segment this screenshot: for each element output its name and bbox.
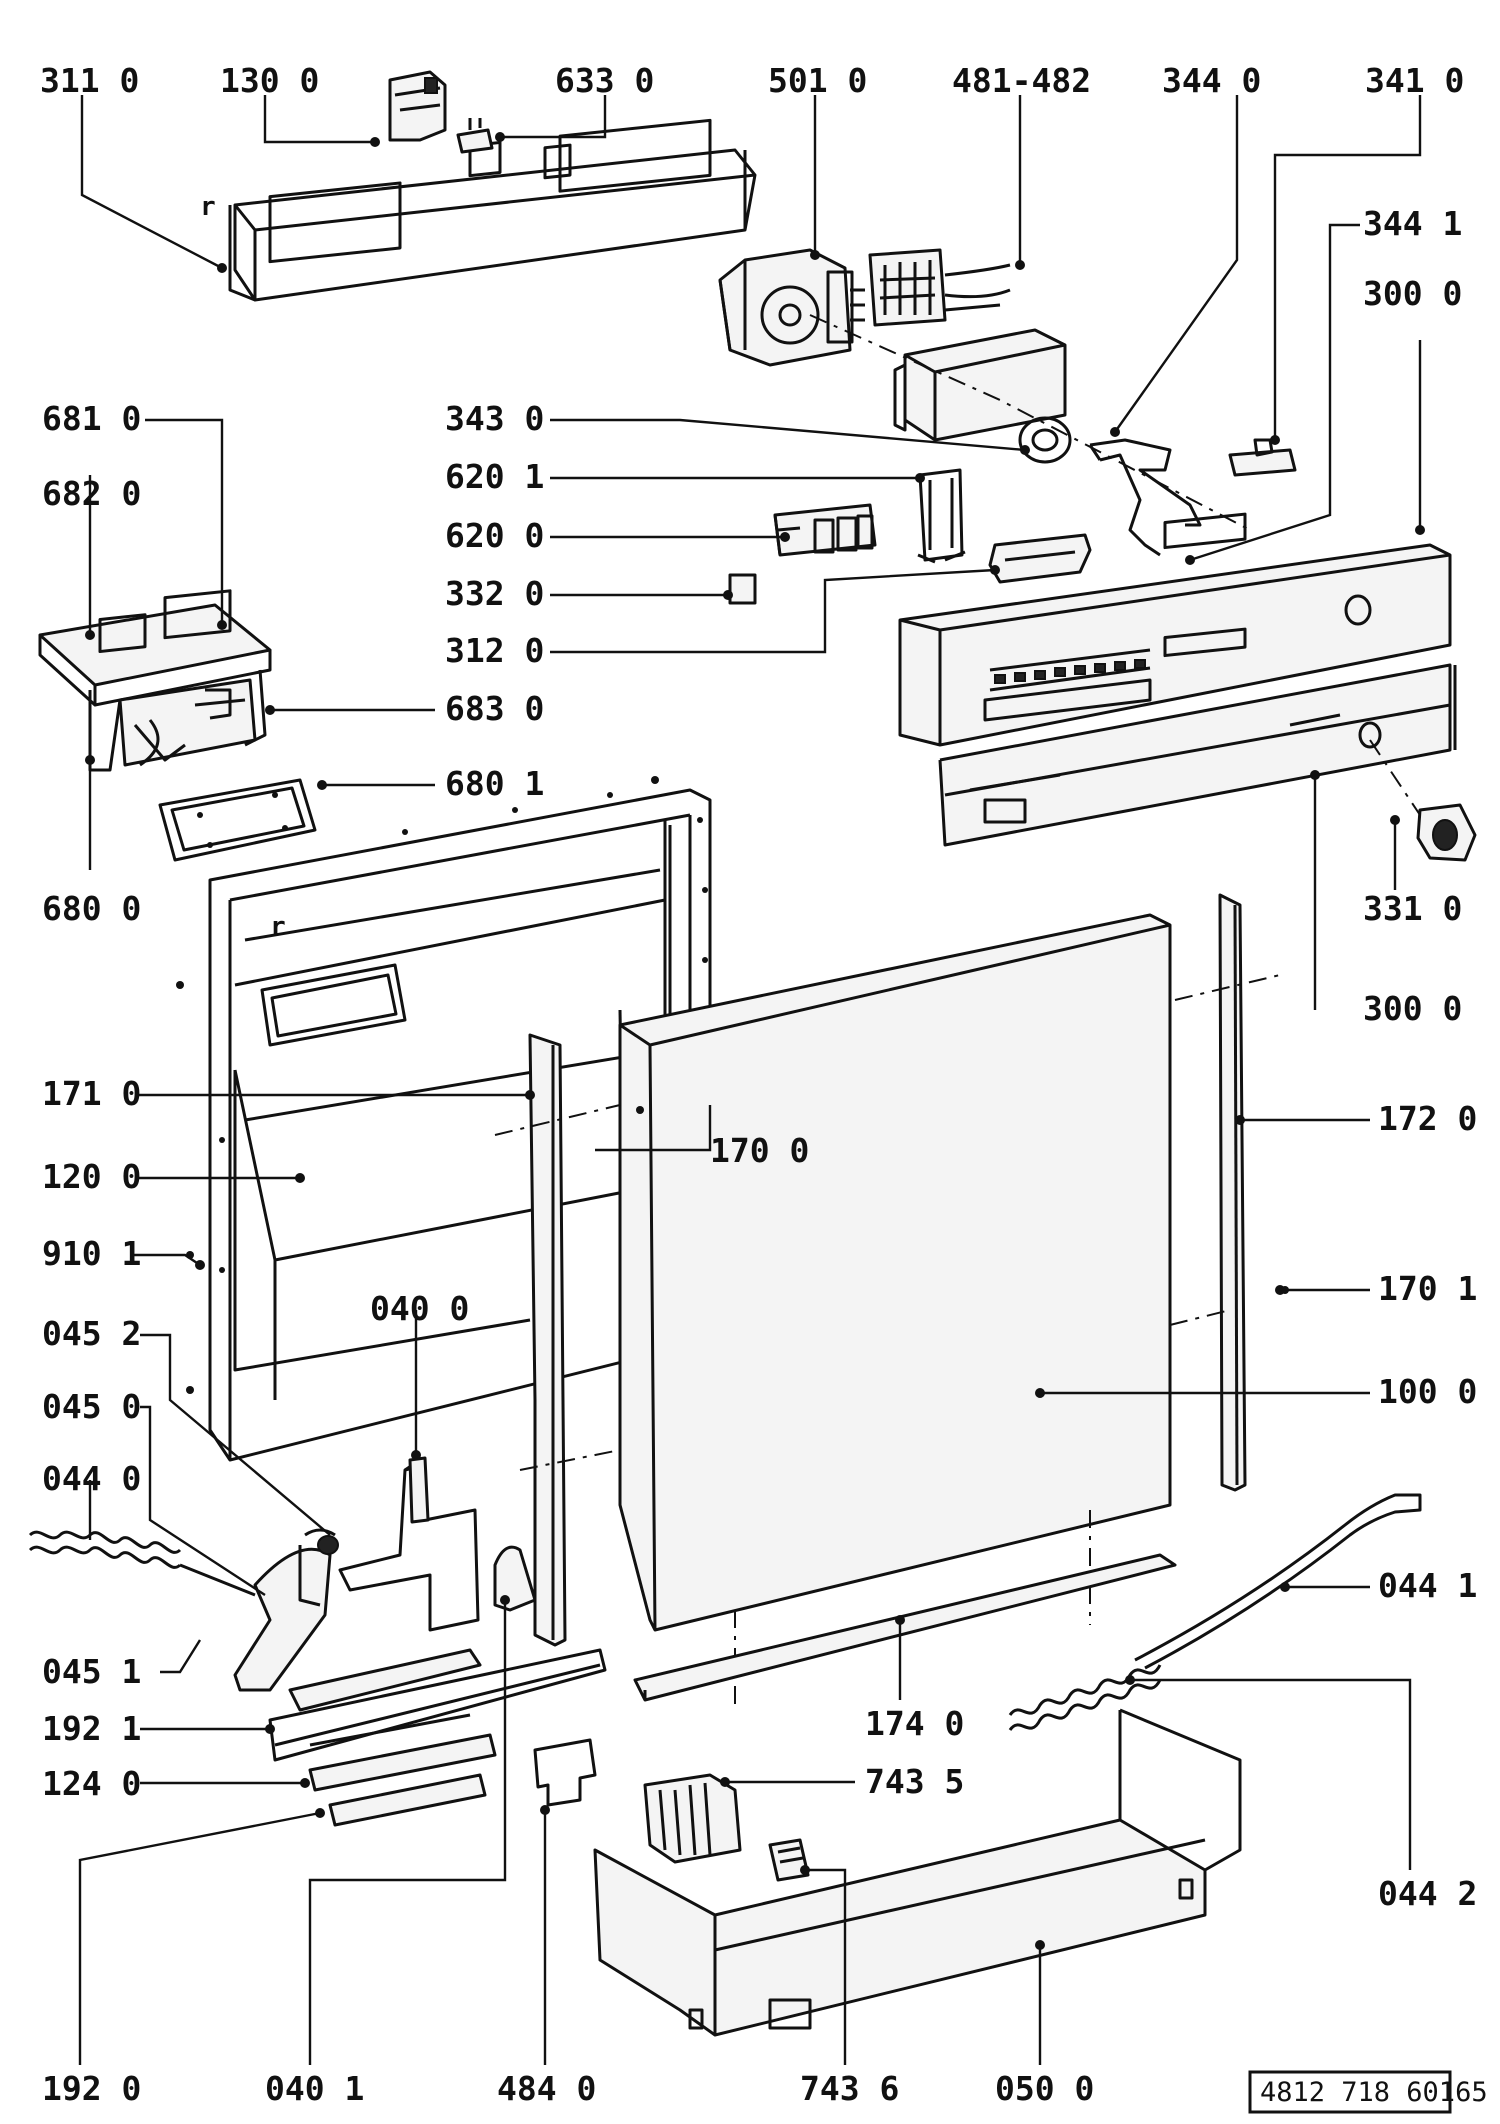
reference-number: 4812 718 60165 bbox=[1260, 2077, 1488, 2108]
label-044-0: 044 0 bbox=[42, 1459, 141, 1498]
marker-r-frame: r bbox=[270, 912, 286, 942]
label-743-5: 743 5 bbox=[865, 1762, 964, 1801]
label-300-top: 300 0 bbox=[1363, 274, 1462, 313]
label-130: 130 0 bbox=[220, 61, 319, 100]
hinge-arm-045 bbox=[233, 1545, 332, 1692]
reference-number-box: 4812 718 60165 bbox=[1248, 2070, 1488, 2114]
label-344-1: 344 1 bbox=[1363, 204, 1462, 243]
hinge-cover-040-1 bbox=[493, 1545, 537, 1612]
label-743-6: 743 6 bbox=[800, 2069, 899, 2108]
ring-343 bbox=[1018, 416, 1072, 464]
hinge-bracket-040 bbox=[338, 1456, 480, 1632]
label-341: 341 0 bbox=[1365, 61, 1464, 100]
label-124: 124 0 bbox=[42, 1764, 141, 1803]
part-332 bbox=[728, 573, 757, 605]
gasket-680-1 bbox=[158, 778, 317, 862]
bracket-620-1 bbox=[917, 468, 966, 564]
spring-044-0 bbox=[28, 1530, 256, 1597]
label-481-482: 481-482 bbox=[952, 61, 1091, 100]
side-strip-171 bbox=[528, 1033, 567, 1647]
control-panel-300 bbox=[898, 512, 1452, 747]
label-683: 683 0 bbox=[445, 689, 544, 728]
leader-dots bbox=[85, 132, 1425, 1950]
label-680-0: 680 0 bbox=[42, 889, 141, 928]
clip-344-1 bbox=[1228, 438, 1297, 477]
label-045-1: 045 1 bbox=[42, 1652, 141, 1691]
label-311: 311 0 bbox=[40, 61, 139, 100]
part-633 bbox=[456, 118, 494, 154]
label-682: 682 0 bbox=[42, 474, 141, 513]
label-501: 501 0 bbox=[768, 61, 867, 100]
label-192-1: 192 1 bbox=[42, 1709, 141, 1748]
label-170-0: 170 0 bbox=[710, 1131, 809, 1170]
label-120: 120 0 bbox=[42, 1157, 141, 1196]
kick-plate-050 bbox=[593, 1708, 1242, 2037]
label-040-0: 040 0 bbox=[370, 1289, 469, 1328]
part-labels: 311 0 130 0 633 0 501 0 481-482 344 0 34… bbox=[40, 61, 1477, 2108]
rail-192-0 bbox=[328, 1773, 487, 1827]
label-332: 332 0 bbox=[445, 574, 544, 613]
label-681: 681 0 bbox=[42, 399, 141, 438]
bracket-484 bbox=[533, 1738, 597, 1807]
control-bracket-311 bbox=[228, 118, 757, 302]
label-170-1: 170 1 bbox=[1378, 1269, 1477, 1308]
label-620-0: 620 0 bbox=[445, 516, 544, 555]
label-300-bottom: 300 0 bbox=[1363, 989, 1462, 1028]
front-fascia bbox=[938, 627, 1457, 847]
label-050: 050 0 bbox=[995, 2069, 1094, 2108]
label-192-0: 192 0 bbox=[42, 2069, 141, 2108]
program-timer-501 bbox=[718, 248, 865, 367]
marker-r-top: r bbox=[200, 192, 216, 222]
label-045-2: 045 2 bbox=[42, 1314, 141, 1353]
label-100: 100 0 bbox=[1378, 1372, 1477, 1411]
switch-130 bbox=[388, 70, 447, 142]
label-680-1: 680 1 bbox=[445, 764, 544, 803]
timer-bracket bbox=[893, 328, 1067, 442]
rod-044-1 bbox=[1134, 1493, 1422, 1670]
side-strip-172 bbox=[1218, 893, 1247, 1492]
rail-124 bbox=[308, 1713, 497, 1792]
label-040-1: 040 1 bbox=[265, 2069, 364, 2108]
inner-door-frame-120 bbox=[208, 788, 712, 1462]
dispenser-680 bbox=[38, 589, 272, 772]
label-312: 312 0 bbox=[445, 631, 544, 670]
label-174: 174 0 bbox=[865, 1704, 964, 1743]
relay-620 bbox=[773, 503, 877, 557]
label-171: 171 0 bbox=[42, 1074, 141, 1113]
spring-044-2 bbox=[1008, 1664, 1162, 1731]
label-484: 484 0 bbox=[497, 2069, 596, 2108]
hinge-pin-045-2 bbox=[304, 1528, 339, 1555]
connector-481-482 bbox=[868, 248, 1011, 327]
label-331: 331 0 bbox=[1363, 889, 1462, 928]
bottom-trim-174 bbox=[633, 1553, 1177, 1702]
outer-door-panel-100 bbox=[618, 913, 1172, 1632]
lever-344 bbox=[1088, 438, 1202, 557]
label-343: 343 0 bbox=[445, 399, 544, 438]
label-044-1: 044 1 bbox=[1378, 1566, 1477, 1605]
label-045-0: 045 0 bbox=[42, 1387, 141, 1426]
label-044-2: 044 2 bbox=[1378, 1874, 1477, 1913]
filter-743-5 bbox=[643, 1773, 742, 1864]
label-172: 172 0 bbox=[1378, 1099, 1477, 1138]
label-633: 633 0 bbox=[555, 61, 654, 100]
label-910: 910 1 bbox=[42, 1234, 141, 1273]
label-344-0: 344 0 bbox=[1162, 61, 1261, 100]
bracket-312 bbox=[988, 533, 1092, 584]
knob-331 bbox=[1369, 739, 1477, 862]
leader-lines bbox=[78, 95, 1422, 2065]
rail-192-1 bbox=[268, 1648, 607, 1762]
grille-743-6 bbox=[768, 1838, 810, 1882]
label-620-1: 620 1 bbox=[445, 457, 544, 496]
